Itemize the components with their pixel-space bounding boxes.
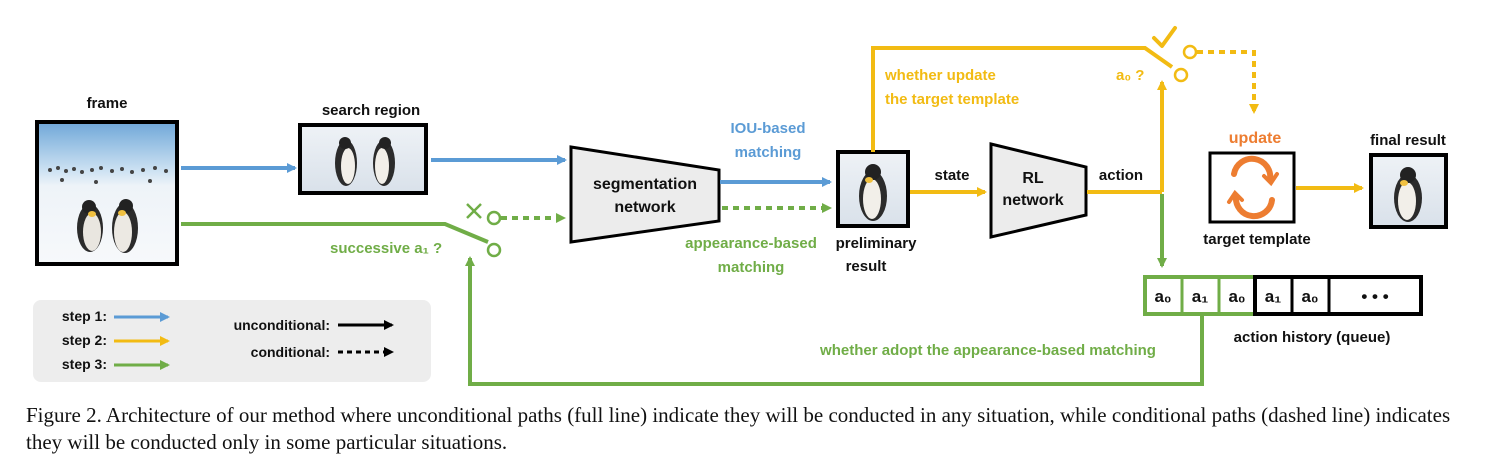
dashed-arrow-to-template — [1197, 50, 1259, 114]
action-label: action — [1099, 167, 1143, 184]
penguin-left — [77, 200, 103, 252]
final-result-image — [1369, 153, 1448, 229]
penguin-right — [112, 199, 138, 253]
successive-a1-label: successive a₁ ? — [330, 240, 442, 257]
appearance-matching-label-2: matching — [718, 259, 785, 276]
whether-update-label-2: the target template — [885, 91, 1019, 108]
iou-matching-label-1: IOU-based — [730, 120, 805, 137]
queue-cell: a₁ — [1265, 287, 1282, 306]
legend-unconditional-label: unconditional: — [234, 317, 330, 333]
green-path-frame-to-switch — [181, 222, 489, 244]
whether-adopt-label: whether adopt the appearance-based match… — [819, 342, 1156, 359]
segmentation-network-block — [569, 145, 721, 244]
appearance-matching-label-1: appearance-based — [685, 235, 817, 252]
search-region-image — [298, 123, 428, 195]
architecture-diagram: frame search region — [33, 26, 1448, 386]
final-result-label: final result — [1370, 132, 1446, 149]
queue-cell: a₀ — [1228, 287, 1245, 306]
search-region-label: search region — [322, 102, 420, 119]
preliminary-result-label-2: result — [846, 258, 887, 275]
action-history-queue: a₀ a₁ a₀ a₁ a₀ • • • — [1143, 275, 1423, 316]
preliminary-result-label-1: preliminary — [836, 235, 918, 252]
whether-update-label-1: whether update — [884, 67, 996, 84]
figure-caption: Figure 2. Architecture of our method whe… — [26, 403, 1451, 454]
update-switch-node-lower — [1173, 67, 1189, 83]
legend-step1-label: step 1: — [62, 308, 107, 324]
legend: step 1: step 2: step 3: unconditional: c… — [33, 300, 431, 382]
state-label: state — [934, 167, 969, 184]
segmentation-network-label-1: segmentation — [593, 176, 697, 193]
queue-ellipsis: • • • — [1361, 287, 1388, 306]
frame-label: frame — [87, 95, 128, 112]
legend-step3-label: step 3: — [62, 356, 107, 372]
update-label: update — [1229, 130, 1282, 147]
switch-node-upper — [486, 210, 502, 226]
cross-icon — [466, 203, 482, 219]
rl-network-label-2: network — [1002, 192, 1063, 209]
feedback-path-adopt-appearance — [465, 256, 1204, 386]
frame-image — [35, 120, 179, 266]
legend-step2-label: step 2: — [62, 332, 107, 348]
checkmark-icon — [1152, 26, 1177, 48]
queue-green-region — [1143, 275, 1257, 316]
target-template-box — [1208, 151, 1296, 224]
queue-cell: a₁ — [1192, 287, 1209, 306]
legend-conditional-label: conditional: — [251, 344, 330, 360]
rl-network-label-1: RL — [1022, 170, 1044, 187]
refresh-cycle-icon — [1227, 155, 1279, 220]
preliminary-result-image — [836, 150, 910, 228]
legend-background — [33, 300, 431, 382]
update-switch-node-upper — [1182, 44, 1198, 60]
switch-node-lower — [486, 242, 502, 258]
action-history-label: action history (queue) — [1234, 329, 1391, 346]
iou-matching-label-2: matching — [735, 144, 802, 161]
yellow-path-to-update-switch — [871, 46, 1174, 152]
queue-black-region — [1253, 275, 1423, 316]
segmentation-network-label-2: network — [614, 199, 675, 216]
queue-cell: a₀ — [1154, 287, 1171, 306]
target-template-label: target template — [1203, 231, 1311, 248]
a0-question-label: a₀ ? — [1116, 67, 1144, 84]
queue-cell: a₀ — [1301, 287, 1318, 306]
rl-network-block — [989, 142, 1088, 239]
